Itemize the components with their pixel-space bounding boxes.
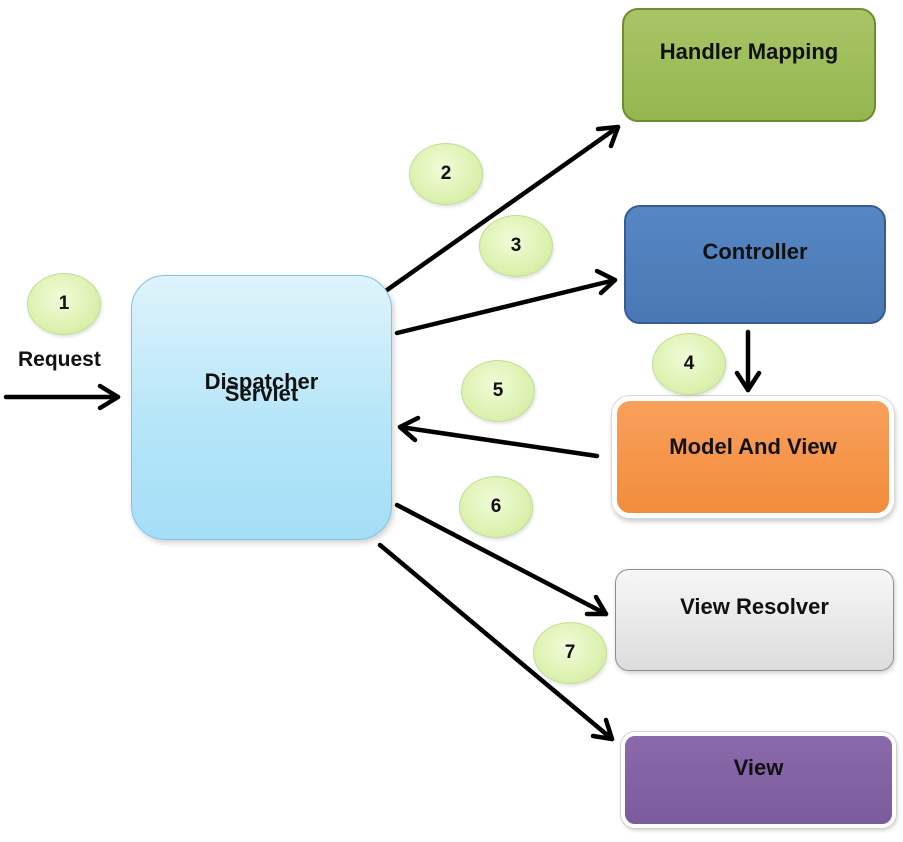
view-resolver-box: View Resolver	[615, 569, 894, 671]
arrow-model-and-view-to-dispatcher	[397, 415, 600, 459]
model-and-view-label: Model And View	[669, 434, 837, 460]
view-box: View	[621, 732, 896, 828]
controller-label: Controller	[702, 238, 808, 264]
handler-mapping-box: Handler Mapping	[622, 8, 876, 122]
dispatcher-servlet-label-line1: Dispatcher	[204, 368, 319, 394]
model-and-view-box: Model And View	[612, 396, 894, 518]
step-5-badge: 5	[461, 360, 535, 422]
view-resolver-label: View Resolver	[680, 594, 829, 620]
arrow-to-handler-mapping	[384, 124, 621, 293]
step-3-badge: 3	[479, 215, 553, 277]
view-label: View	[733, 755, 784, 781]
handler-mapping-label: Handler Mapping	[659, 39, 839, 65]
dispatcher-servlet-label-line2: Servlet	[224, 380, 299, 406]
request-arrow	[3, 383, 121, 411]
step-4-badge: 4	[652, 333, 726, 395]
step-2-badge: 2	[409, 143, 483, 205]
arrow-to-view	[377, 542, 615, 742]
step-1-badge: 1	[27, 273, 101, 335]
request-label: Request	[18, 348, 101, 371]
controller-box: Controller	[624, 205, 886, 324]
dispatcher-servlet-box: Dispatcher Servlet	[131, 275, 392, 540]
arrow-to-controller	[394, 268, 618, 336]
step-7-badge: 7	[533, 622, 607, 684]
arrow-controller-to-model-and-view	[734, 329, 762, 393]
arrow-to-view-resolver	[394, 502, 609, 617]
step-6-badge: 6	[459, 476, 533, 538]
